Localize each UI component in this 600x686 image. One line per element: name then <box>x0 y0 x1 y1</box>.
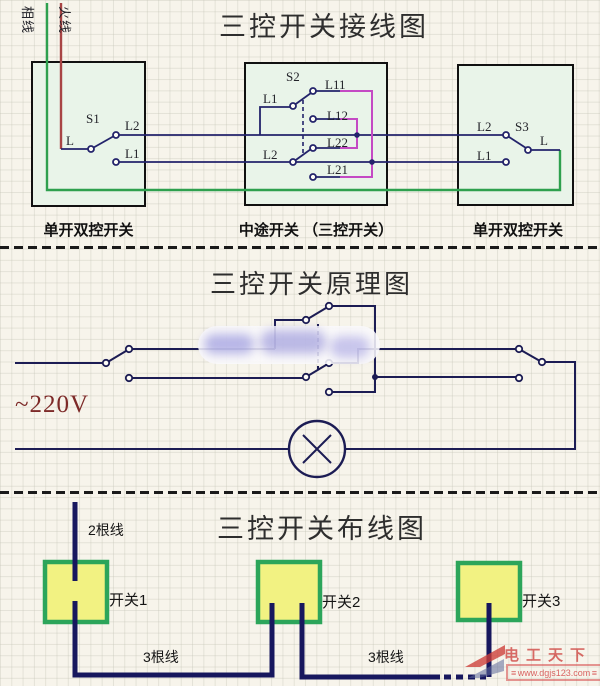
switch2-terminal-l12: L12 <box>327 108 348 123</box>
lamp-feed-wire <box>346 361 576 450</box>
switch3-blade <box>505 134 527 149</box>
section1-wiring-diagram <box>31 3 574 207</box>
blur-blob <box>330 336 370 358</box>
switch2-terminal-l21: L21 <box>327 162 348 177</box>
switch1-name: S1 <box>86 111 100 126</box>
blur-blob <box>204 334 254 354</box>
switch1-caption: 单开双控开关 <box>43 222 134 239</box>
switch2-caption: 中途开关 （三控开关） <box>238 222 394 239</box>
switch2-box <box>244 62 388 206</box>
layout-switch2-box <box>255 559 323 625</box>
phase-wire-green <box>45 3 562 192</box>
switch1-terminal-l2: L2 <box>125 118 140 133</box>
switch1-box <box>31 61 146 207</box>
watermark-logo-red-swoosh <box>465 645 505 667</box>
link-l11-l21 <box>340 90 373 178</box>
junction-dot <box>354 132 360 138</box>
label-switch1: 开关1 <box>109 592 148 609</box>
switch1-blade <box>90 135 115 150</box>
lamp-symbol <box>287 419 347 479</box>
switch2-terminal-l22: L22 <box>327 135 348 150</box>
switch3-terminal-l1: L1 <box>477 148 492 163</box>
section3-layout <box>42 502 523 680</box>
cable-3wire-b <box>299 603 440 680</box>
layout-cables <box>72 502 492 680</box>
switch2-terminal-l2: L2 <box>263 147 278 162</box>
voltage-label: ~220V <box>15 391 90 418</box>
watermark-url-box: ≡ www.dgjs123.com ≡ <box>506 664 600 681</box>
cable-3wire-a <box>72 601 275 678</box>
section1-title: 三控开关接线图 <box>219 12 429 42</box>
switch2-terminal-l11: L11 <box>325 77 346 92</box>
wire-l1-jog <box>259 106 292 135</box>
live-wire-label: 火线 <box>57 6 72 35</box>
junction-dot <box>372 374 378 380</box>
switch3-terminal-l: L <box>540 133 548 148</box>
junction-dot <box>369 159 375 165</box>
watermark-url: www.dgjs123.com <box>517 667 591 678</box>
switch3-terminal-l2: L2 <box>477 119 492 134</box>
watermark-logo <box>465 645 505 678</box>
switch1-terminal-l1: L1 <box>125 146 140 161</box>
watermark-brand: 电工天下 <box>504 647 593 664</box>
label-3-wires-b: 3根线 <box>368 649 404 665</box>
label-switch3: 开关3 <box>522 593 561 610</box>
lamp-cross <box>302 434 332 464</box>
label-2-wires: 2根线 <box>88 522 124 538</box>
phase-wire-label: 相线 <box>20 6 35 35</box>
watermark-logo-gray-swoosh <box>468 659 504 678</box>
switch1-terminal-l: L <box>66 133 74 148</box>
terminal-dots-s1 <box>87 87 532 181</box>
switch3-name: S3 <box>515 119 529 134</box>
terminal-dots-s2 <box>101 301 547 397</box>
watermark-deco-left: ≡ <box>511 667 517 678</box>
section3-title: 三控开关布线图 <box>217 514 427 544</box>
switch2-name: S2 <box>286 69 300 84</box>
label-switch2: 开关2 <box>322 594 361 611</box>
navy-wires-s1 <box>61 90 560 178</box>
section2-title: 三控开关原理图 <box>210 270 414 299</box>
layout-switch3-box <box>455 560 523 623</box>
switch3-caption: 单开双控开关 <box>472 222 563 239</box>
blur-blob <box>260 330 326 354</box>
label-3-wires-a: 3根线 <box>143 649 179 665</box>
watermark-deco-right: ≡ <box>591 667 597 678</box>
switch2-terminal-l1: L1 <box>263 91 278 106</box>
blurred-watermark-smudge <box>198 326 380 364</box>
